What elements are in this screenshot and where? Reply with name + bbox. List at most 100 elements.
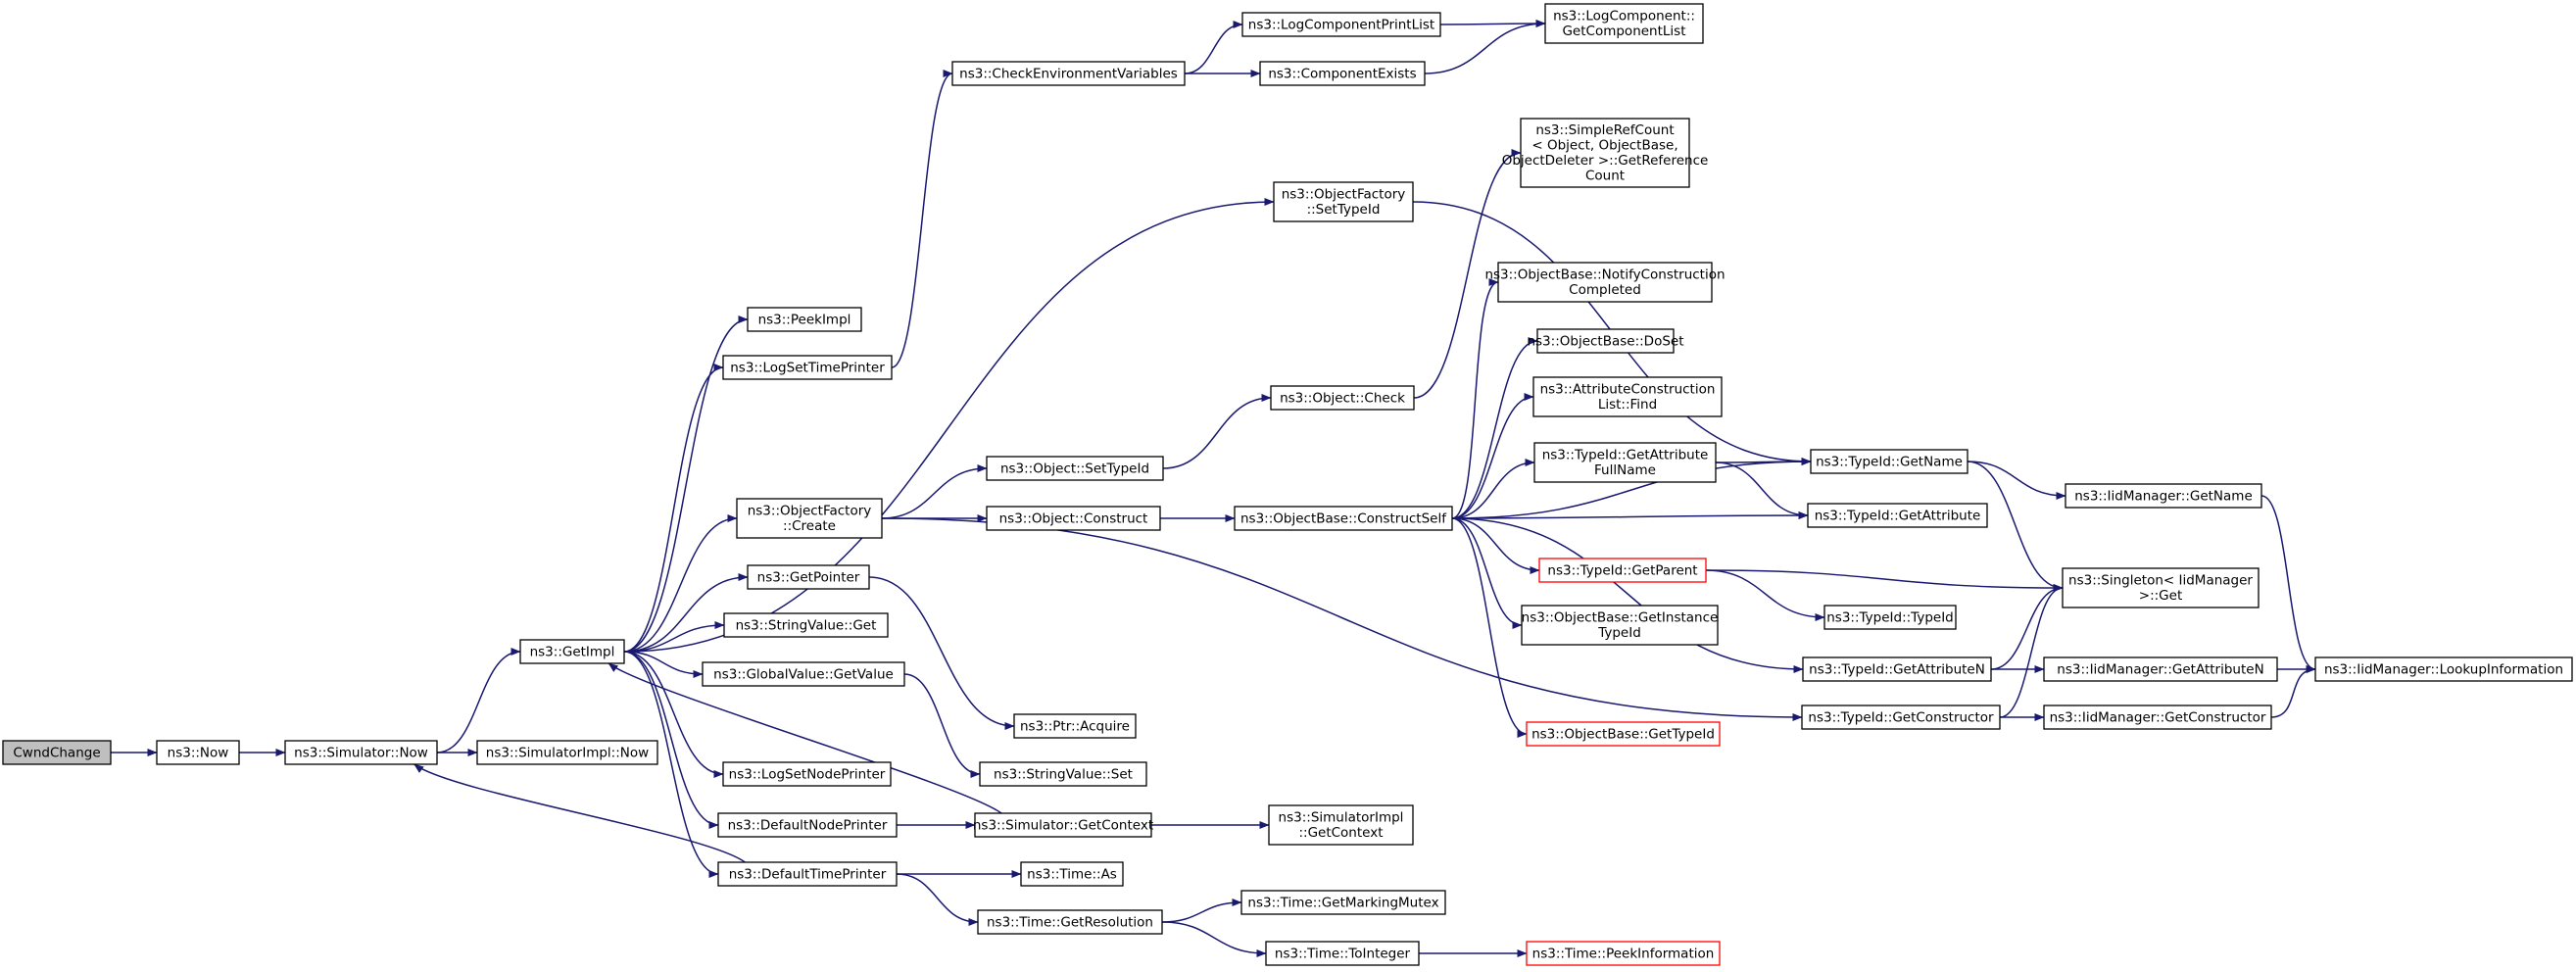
- node-box: [1801, 705, 2001, 730]
- node-label: ns3::Object::Construct: [999, 510, 1148, 526]
- node-label: ns3::Simulator::Now: [294, 745, 428, 760]
- node-log-set-node-printer[interactable]: ns3::LogSetNodePrinter: [722, 761, 892, 787]
- edge-default-time-printer-to-time-get-resolution: [896, 873, 979, 926]
- node-type-id-get-parent[interactable]: ns3::TypeId::GetParent: [1538, 558, 1707, 583]
- node-object-set-type-id[interactable]: ns3::Object::SetTypeId: [986, 456, 1164, 481]
- node-singleton-get[interactable]: ns3::Singleton< IidManager >::Get: [2062, 567, 2260, 608]
- node-iid-lookup-information[interactable]: ns3::IidManager::LookupInformation: [2314, 656, 2573, 682]
- node-sim-now[interactable]: ns3::Simulator::Now: [284, 740, 438, 765]
- node-string-value-get[interactable]: ns3::StringValue::Get: [723, 612, 889, 638]
- node-object-base-get-type-id[interactable]: ns3::ObjectBase::GetTypeId: [1526, 721, 1721, 747]
- node-string-value-set[interactable]: ns3::StringValue::Set: [979, 761, 1147, 787]
- edge-get-impl-to-object-factory-create: [623, 514, 738, 653]
- node-type-id-get-attribute-n[interactable]: ns3::TypeId::GetAttributeN: [1802, 656, 1992, 682]
- edge-sim-get-context-to-get-impl: [608, 662, 1002, 814]
- node-label: ns3::TypeId::TypeId: [1826, 609, 1954, 625]
- node-box: [1520, 118, 1690, 188]
- node-object-factory-create[interactable]: ns3::ObjectFactory::Create: [736, 498, 883, 539]
- node-box: [1526, 941, 1721, 966]
- edge-component-exists-to-get-component-list: [1424, 20, 1546, 74]
- node-do-set[interactable]: ns3::ObjectBase::DoSet: [1527, 328, 1684, 354]
- node-label: ::SetTypeId: [1307, 202, 1381, 218]
- node-label: ns3::LogComponent::: [1553, 9, 1695, 24]
- node-now[interactable]: ns3::Now: [156, 740, 240, 765]
- node-label: ns3::TypeId::GetName: [1816, 454, 1963, 469]
- node-cwnd-change[interactable]: CwndChange: [2, 740, 112, 765]
- node-iid-get-constructor[interactable]: ns3::IidManager::GetConstructor: [2043, 705, 2272, 730]
- node-box: [977, 909, 1163, 935]
- node-log-component-print-list[interactable]: ns3::LogComponentPrintList: [1241, 12, 1441, 37]
- node-sim-impl-now[interactable]: ns3::SimulatorImpl::Now: [476, 740, 658, 765]
- node-box: [1234, 506, 1453, 531]
- node-type-id-type-id[interactable]: ns3::TypeId::TypeId: [1823, 605, 1957, 630]
- edge-construct-self-to-type-id-get-attribute: [1451, 511, 1809, 520]
- node-label: ns3::IidManager::GetName: [2074, 488, 2253, 504]
- node-box: [1013, 713, 1137, 739]
- node-get-pointer[interactable]: ns3::GetPointer: [747, 564, 870, 590]
- node-notify-construction-completed[interactable]: ns3::ObjectBase::NotifyConstructionCompl…: [1484, 262, 1725, 303]
- node-check-env-vars[interactable]: ns3::CheckEnvironmentVariables: [951, 61, 1186, 86]
- node-box: [723, 612, 889, 638]
- edge-type-id-get-parent-to-type-id-type-id: [1705, 569, 1825, 621]
- node-label: ns3::ObjectBase::GetTypeId: [1531, 726, 1715, 742]
- node-box: [717, 861, 898, 887]
- node-label: ns3::CheckEnvironmentVariables: [959, 66, 1178, 81]
- node-time-get-resolution[interactable]: ns3::Time::GetResolution: [977, 909, 1163, 935]
- node-box: [284, 740, 438, 765]
- node-sim-get-context[interactable]: ns3::Simulator::GetContext: [973, 812, 1153, 838]
- node-type-id-get-name[interactable]: ns3::TypeId::GetName: [1810, 449, 1968, 474]
- node-object-check[interactable]: ns3::Object::Check: [1270, 385, 1415, 411]
- node-iid-get-name[interactable]: ns3::IidManager::GetName: [2065, 483, 2262, 509]
- edge-construct-self-to-type-id-get-attribute-n: [1451, 517, 1804, 673]
- node-label: ns3::Object::SetTypeId: [1000, 461, 1149, 476]
- node-default-node-printer[interactable]: ns3::DefaultNodePrinter: [717, 812, 898, 838]
- node-label: ns3::Time::ToInteger: [1275, 946, 1411, 961]
- node-global-value-get-value[interactable]: ns3::GlobalValue::GetValue: [702, 661, 905, 687]
- node-box: [1532, 376, 1723, 417]
- node-label: ns3::Time::PeekInformation: [1532, 946, 1715, 961]
- node-label: Completed: [1569, 282, 1641, 298]
- node-simple-ref-count[interactable]: ns3::SimpleRefCount< Object, ObjectBase,…: [1502, 118, 1709, 188]
- node-box: [156, 740, 240, 765]
- edge-sim-now-to-get-impl: [436, 648, 521, 753]
- node-label: < Object, ObjectBase,: [1531, 138, 1677, 154]
- node-type-id-get-attribute[interactable]: ns3::TypeId::GetAttribute: [1807, 503, 1988, 528]
- node-sim-impl-get-context[interactable]: ns3::SimulatorImpl::GetContext: [1268, 804, 1414, 846]
- node-label: ns3::SimulatorImpl: [1279, 810, 1404, 826]
- node-construct-self[interactable]: ns3::ObjectBase::ConstructSelf: [1234, 506, 1453, 531]
- edge-iid-get-name-to-iid-lookup-information: [2260, 495, 2316, 673]
- node-time-peek-information[interactable]: ns3::Time::PeekInformation: [1526, 941, 1721, 966]
- edge-time-get-resolution-to-time-to-integer: [1161, 921, 1267, 957]
- node-component-exists[interactable]: ns3::ComponentExists: [1259, 61, 1426, 86]
- node-label: ns3::ObjectBase::ConstructSelf: [1240, 510, 1447, 526]
- node-time-as[interactable]: ns3::Time::As: [1020, 861, 1124, 887]
- node-get-component-list[interactable]: ns3::LogComponent::GetComponentList: [1544, 3, 1704, 44]
- node-label: ns3::PeekImpl: [758, 312, 851, 327]
- node-object-construct[interactable]: ns3::Object::Construct: [986, 506, 1161, 531]
- node-peek-impl[interactable]: ns3::PeekImpl: [747, 307, 862, 332]
- node-get-impl[interactable]: ns3::GetImpl: [519, 639, 625, 664]
- node-label: ns3::LogSetTimePrinter: [730, 360, 885, 375]
- node-default-time-printer[interactable]: ns3::DefaultTimePrinter: [717, 861, 898, 887]
- node-iid-get-attribute-n[interactable]: ns3::IidManager::GetAttributeN: [2043, 656, 2278, 682]
- node-box: [986, 456, 1164, 481]
- node-time-get-marking-mutex[interactable]: ns3::Time::GetMarkingMutex: [1240, 890, 1446, 915]
- node-object-factory-set-type-id[interactable]: ns3::ObjectFactory::SetTypeId: [1273, 181, 1414, 222]
- edge-get-attribute-full-name-to-type-id-get-attribute: [1715, 462, 1809, 519]
- node-type-id-get-constructor[interactable]: ns3::TypeId::GetConstructor: [1801, 705, 2001, 730]
- node-label: ::GetContext: [1298, 825, 1383, 841]
- edge-global-value-get-value-to-string-value-set: [903, 673, 981, 778]
- edge-construct-self-to-do-set: [1451, 337, 1538, 519]
- node-box: [722, 761, 892, 787]
- node-log-set-time-printer[interactable]: ns3::LogSetTimePrinter: [722, 355, 893, 380]
- node-box: [2043, 656, 2278, 682]
- edge-get-pointer-to-ptr-acquire: [868, 576, 1015, 730]
- node-time-to-integer[interactable]: ns3::Time::ToInteger: [1265, 941, 1420, 966]
- node-label: ns3::DefaultTimePrinter: [729, 866, 887, 882]
- node-box: [1521, 605, 1719, 646]
- edge-get-impl-to-default-time-printer: [623, 651, 719, 878]
- node-ptr-acquire[interactable]: ns3::Ptr::Acquire: [1013, 713, 1137, 739]
